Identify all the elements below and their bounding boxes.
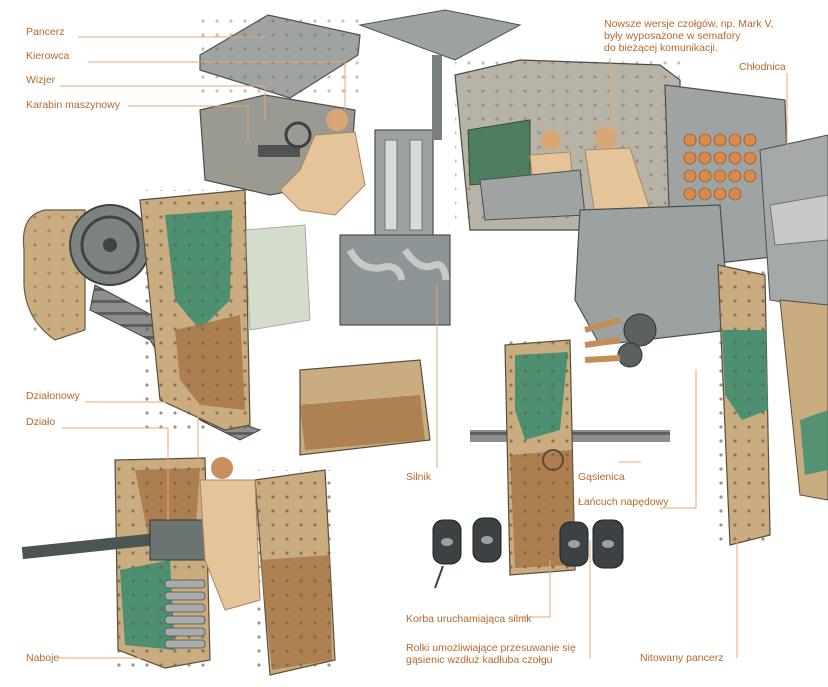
center-side-panel: [504, 339, 576, 576]
label-lancuch-napedowy: Łańcuch napędowy: [578, 496, 669, 508]
rear-hull: [454, 59, 681, 231]
driver-compartment: [139, 94, 356, 431]
label-chlodnica: Chłodnica: [739, 61, 786, 73]
rear-armor-panel: [717, 264, 828, 546]
leader-lines: [58, 36, 788, 659]
label-karabin-maszynowy: Karabin maszynowy: [26, 99, 120, 111]
track-rollers: [432, 517, 624, 589]
label-nowsze-wersje-line3: do bieżącej komunikacji.: [604, 42, 718, 54]
gun-sponson: [21, 457, 336, 676]
label-dzialo: Działo: [26, 416, 56, 428]
label-kierowca: Kierowca: [26, 50, 70, 62]
label-naboje: Naboje: [26, 652, 60, 664]
label-rolki-line2: gąsienic wzdłuż kadłuba czołgu: [406, 654, 553, 666]
label-nitowany-pancerz: Nitowany pancerz: [640, 652, 724, 664]
label-dzialonowy: Działonowy: [26, 390, 80, 402]
engine-block: [299, 9, 522, 456]
label-rolki-line1: Rolki umożliwiające przesuwanie się: [406, 642, 576, 654]
label-nowsze-wersje-line2: były wyposażone w semafory: [604, 30, 741, 42]
roof-armor-plate: [199, 14, 361, 99]
label-korba: Korba uruchamiająca silnik: [406, 613, 532, 625]
label-pancerz: Pancerz: [26, 26, 65, 38]
label-nowsze-wersje-line1: Nowsze wersje czołgów, np. Mark V,: [604, 18, 774, 30]
driver-figure: [258, 109, 366, 216]
label-wizjer: Wizjer: [26, 74, 56, 86]
label-silnik: Silnik: [406, 471, 432, 483]
label-gasienica: Gąsienica: [578, 471, 625, 483]
